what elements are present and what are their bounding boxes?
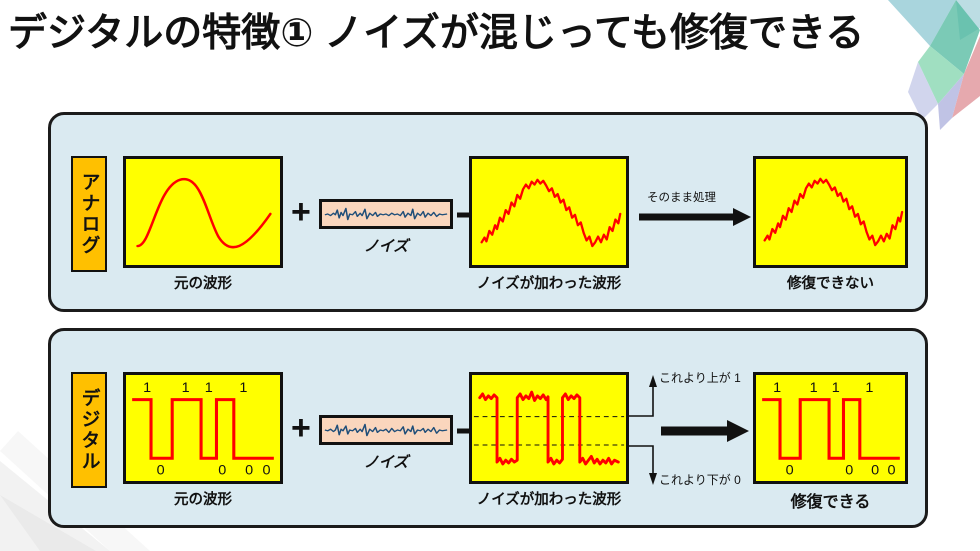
- caption-digital-noisy: ノイズが加わった波形: [476, 492, 622, 508]
- waveform-analog-noisy: [480, 178, 622, 248]
- waveform-digital-noisy: [473, 390, 625, 466]
- row-label-analog: アナログ: [71, 156, 107, 272]
- svg-text:1: 1: [239, 380, 247, 396]
- scope-analog-original: [123, 156, 283, 268]
- caption-digital-result: 修復できる: [790, 494, 871, 511]
- scope-digital-noisy: [469, 372, 629, 484]
- caption-digital-original: 元の波形: [174, 492, 232, 508]
- svg-text:0: 0: [888, 462, 896, 478]
- svg-text:1: 1: [810, 380, 818, 396]
- waveform-noise-analog: [324, 207, 448, 221]
- caption-analog-result: 修復できない: [787, 276, 874, 292]
- svg-text:0: 0: [871, 462, 879, 478]
- scope-analog-noisy: [469, 156, 629, 268]
- svg-text:1: 1: [205, 380, 213, 396]
- svg-text:1: 1: [865, 380, 873, 396]
- svg-text:0: 0: [157, 462, 165, 478]
- svg-text:0: 0: [245, 462, 253, 478]
- caption-analog-noisy: ノイズが加わった波形: [476, 276, 622, 292]
- caption-analog-original: 元の波形: [174, 276, 232, 292]
- noise-box-digital: [319, 415, 453, 445]
- waveform-analog-original: [136, 178, 272, 249]
- panel-analog: アナログ 元の波形 + ノイズ ノイズが加わった波形 そのまま処理 修復: [48, 112, 928, 312]
- caption-noise-digital: ノイズ: [363, 454, 409, 471]
- caption-noise-analog: ノイズ: [363, 238, 409, 255]
- page-title: デジタルの特徴① ノイズが混じっても修復できる: [8, 12, 865, 55]
- scope-analog-result: [753, 156, 908, 268]
- waveform-digital-result: 1 1 1 1 0 0 0 0: [762, 380, 900, 478]
- arrow-label-process-analog: そのまま処理: [647, 192, 716, 204]
- svg-text:1: 1: [182, 380, 190, 396]
- waveform-analog-result: [763, 177, 904, 247]
- row-label-digital: デジタル: [71, 372, 107, 488]
- panel-digital: デジタル 1 1 1 1 0 0 0 0 元の波形 + ノイズ: [48, 328, 928, 528]
- svg-text:0: 0: [263, 462, 271, 478]
- threshold-high-label: これより上が 1: [659, 371, 741, 385]
- threshold-callouts-digital: [627, 375, 749, 485]
- scope-digital-result: 1 1 1 1 0 0 0 0: [753, 372, 908, 484]
- scope-digital-original: 1 1 1 1 0 0 0 0: [123, 372, 283, 484]
- svg-text:1: 1: [773, 380, 781, 396]
- threshold-low-label: これより下が 0: [659, 473, 741, 487]
- plus-sign-digital: +: [291, 409, 311, 447]
- waveform-noise-digital: [324, 423, 448, 437]
- svg-text:0: 0: [218, 462, 226, 478]
- waveform-digital-original: 1 1 1 1 0 0 0 0: [132, 380, 274, 478]
- plus-sign-analog: +: [291, 193, 311, 231]
- svg-text:0: 0: [845, 462, 853, 478]
- svg-text:0: 0: [786, 462, 794, 478]
- noise-box-analog: [319, 199, 453, 229]
- svg-text:1: 1: [143, 380, 151, 396]
- svg-text:1: 1: [832, 380, 840, 396]
- arrow-analog-process: [639, 208, 751, 226]
